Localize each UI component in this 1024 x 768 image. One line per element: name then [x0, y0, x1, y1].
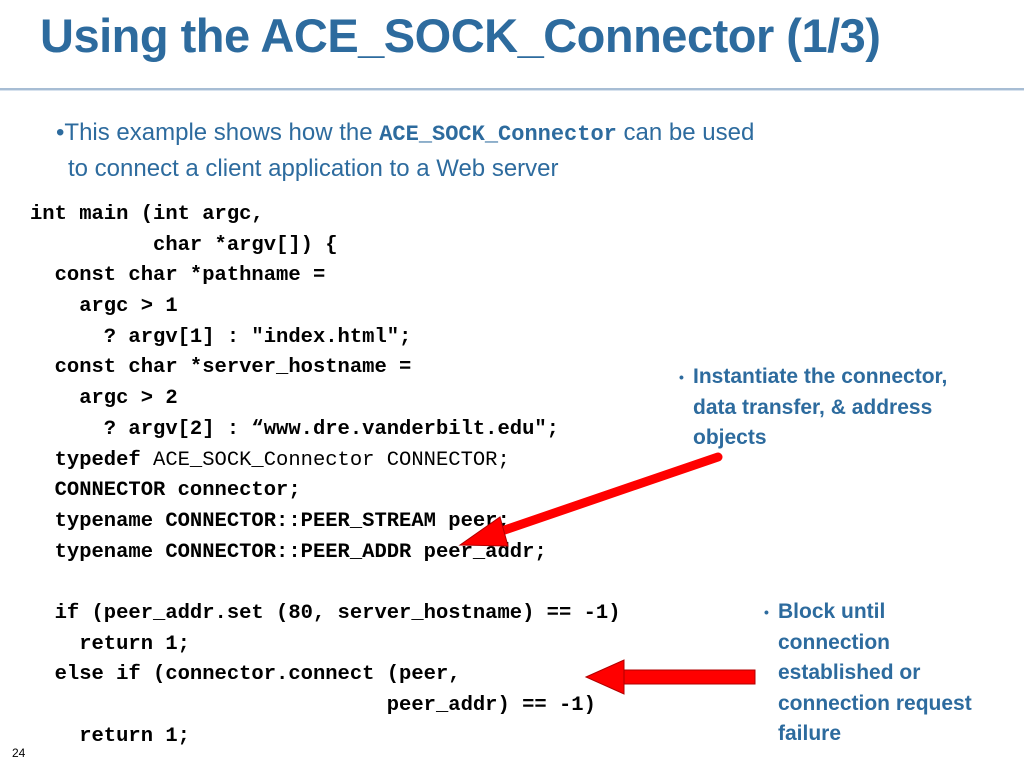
annotation-block-until: • Block until connection established or … — [764, 597, 1023, 750]
annotation-line: data transfer, & address — [693, 395, 933, 419]
annotation-line: connection request — [778, 691, 972, 715]
code-line-typedef: typedef ACE_SOCK_Connector CONNECTOR; — [30, 446, 621, 477]
intro-bullet: • — [56, 119, 65, 146]
intro-text-before: This example shows how the — [64, 119, 380, 146]
code-listing: int main (int argc, char *argv[]) { cons… — [30, 200, 621, 752]
annotation-line: objects — [693, 426, 767, 449]
code-line: char *argv[]) { — [30, 233, 338, 257]
intro-code-term: ACE_SOCK_Connector — [379, 122, 617, 147]
code-line: typename CONNECTOR::PEER_ADDR peer_addr; — [30, 540, 547, 564]
code-line: peer_addr) == -1) — [30, 694, 596, 717]
slide-title: Using the ACE_SOCK_Connector (1/3) — [40, 9, 881, 62]
intro-line-2: to connect a client application to a Web… — [68, 155, 559, 182]
annotation-line: connection — [778, 630, 891, 654]
annotation-line: established or — [778, 661, 921, 684]
page-number: 24 — [12, 746, 26, 760]
annotation-line: Instantiate the connector, — [693, 365, 948, 388]
intro-line-1: •This example shows how the ACE_SOCK_Con… — [56, 116, 956, 152]
annotation-line: Block until — [778, 600, 886, 623]
code-line: argc > 2 — [30, 387, 178, 411]
code-line: return 1; — [30, 632, 190, 656]
annotation-line: failure — [778, 722, 842, 745]
annotation-bullet: • — [679, 369, 684, 385]
title-divider — [0, 88, 1024, 91]
code-line: const char *pathname = — [30, 264, 326, 288]
code-line: ? argv[1] : "index.html"; — [30, 325, 412, 349]
code-line: return 1; — [30, 724, 190, 748]
code-line: if (peer_addr.set (80, server_hostname) … — [30, 601, 621, 625]
intro-text-after: can be used — [616, 119, 755, 146]
intro-paragraph: •This example shows how the ACE_SOCK_Con… — [56, 116, 956, 186]
code-typedef-rest: ACE_SOCK_Connector CONNECTOR; — [140, 448, 510, 472]
code-line: CONNECTOR connector; — [30, 479, 301, 503]
annotation-bullet: • — [764, 604, 769, 620]
code-line: ? argv[2] : “www.dre.vanderbilt.edu"; — [30, 417, 559, 441]
code-keyword: typedef — [30, 448, 141, 472]
code-line: argc > 1 — [30, 295, 178, 319]
code-line — [30, 568, 621, 599]
code-line: const char *server_hostname = — [30, 356, 412, 380]
annotation-instantiate: • Instantiate the connector, data transf… — [679, 362, 1023, 454]
code-line: else if (connector.connect (peer, — [30, 663, 461, 687]
code-line: int main (int argc, — [30, 203, 264, 226]
code-line: typename CONNECTOR::PEER_STREAM peer; — [30, 509, 510, 533]
